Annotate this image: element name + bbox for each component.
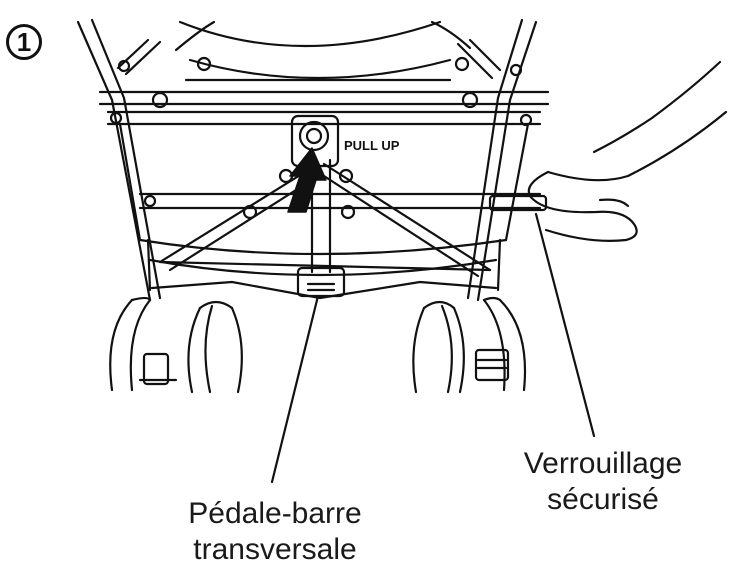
wheel-right-outer xyxy=(482,296,527,392)
wheel-left-axle xyxy=(138,352,178,386)
upper-cross-bar xyxy=(98,90,550,127)
label-safety-lock: Verrouillage sécurisé xyxy=(478,446,728,518)
basket xyxy=(118,122,530,277)
wheel-right-brake xyxy=(474,348,510,382)
wheel-left-inner xyxy=(187,300,243,394)
label-pedal: Pédale-barre transversale xyxy=(150,496,400,568)
frame-side-rails xyxy=(76,18,538,302)
pull-up-arrow-icon xyxy=(287,147,327,213)
leader-line-pedal xyxy=(270,294,320,484)
leader-line-lock xyxy=(534,212,596,438)
label-lock-line1: Verrouillage xyxy=(523,447,683,480)
step-number-badge: 1 xyxy=(6,24,42,60)
wheel-right-inner xyxy=(412,300,465,394)
seat-canopy xyxy=(116,20,523,82)
label-pedal-line2: transversale xyxy=(193,533,357,566)
label-pedal-line1: Pédale-barre xyxy=(188,497,362,530)
front-legs xyxy=(146,238,502,300)
lower-cross-bar xyxy=(138,192,548,220)
cross-brace-pedal xyxy=(158,158,492,298)
pull-up-text: PULL UP xyxy=(344,138,400,153)
hand-icon xyxy=(527,60,728,242)
wheel-left-outer xyxy=(109,296,152,392)
label-lock-line2: sécurisé xyxy=(547,483,659,516)
